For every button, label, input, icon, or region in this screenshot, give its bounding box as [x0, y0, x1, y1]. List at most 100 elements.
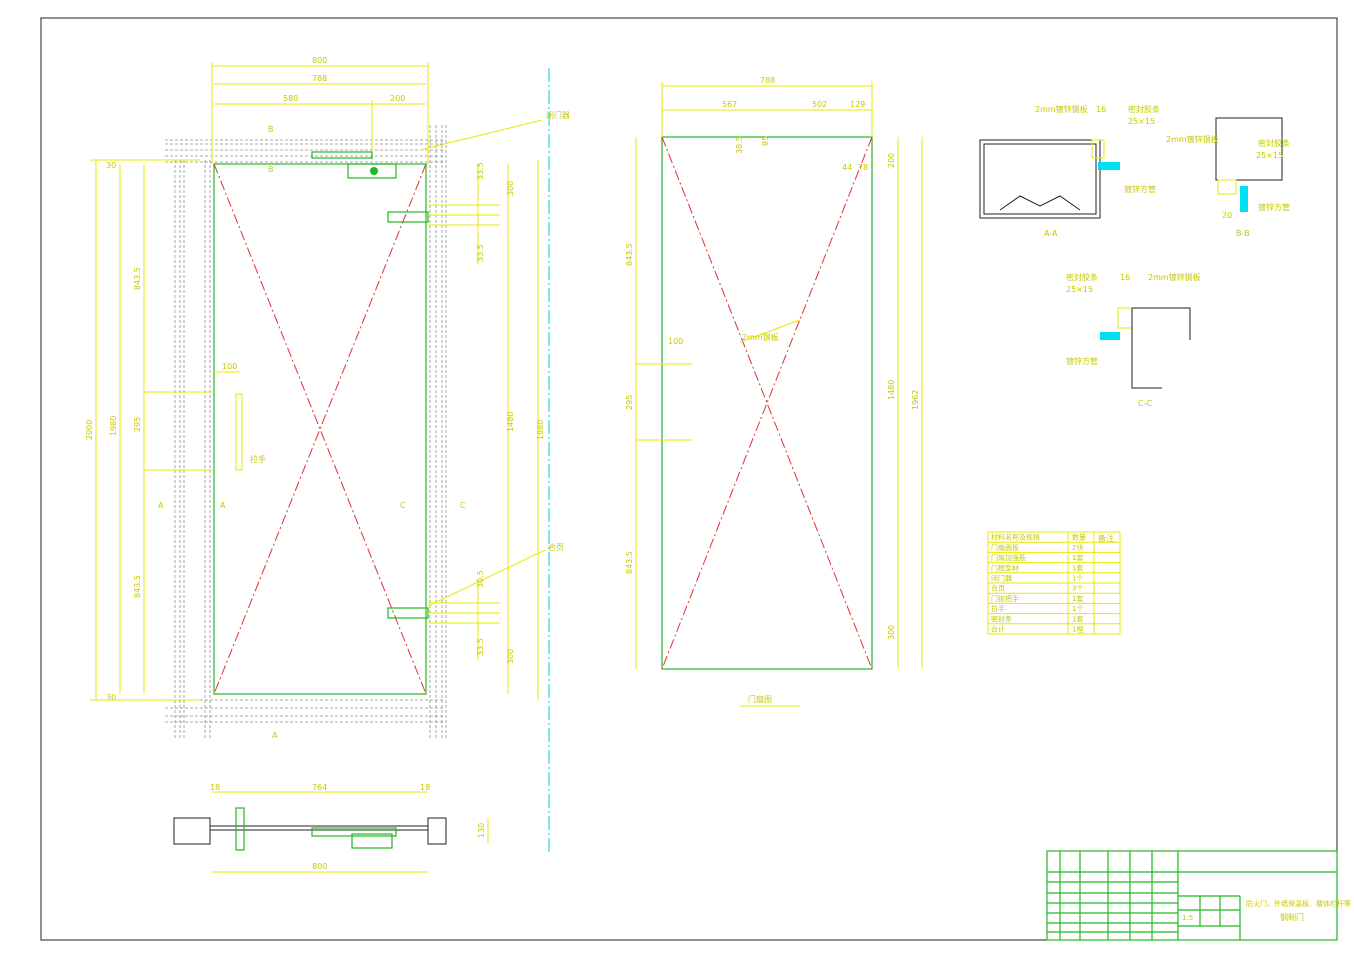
schedule-row-qty: 1套 — [1072, 553, 1083, 562]
leaf-dim-129: 129 — [850, 100, 865, 109]
section-c-left: C — [400, 501, 406, 510]
callout-closer: 闭门器 — [546, 110, 570, 120]
leaf-dim-1480: 1480 — [887, 380, 896, 400]
drawing-name: 钢制门 — [1280, 912, 1304, 922]
dim-800: 800 — [312, 56, 327, 65]
schedule-row-qty: 2块 — [1072, 543, 1083, 552]
aa-tube-size: 25×15 — [1128, 117, 1155, 126]
cc-tube-size: 25×15 — [1066, 285, 1093, 294]
dim-30-top: 30 — [106, 161, 116, 170]
leaf-dim-200: 200 — [887, 153, 896, 168]
handle-label: 拉手 — [250, 454, 266, 464]
schedule-row-name: 材料名称及规格 — [991, 533, 1040, 542]
schedule-row-qty: 1个 — [1072, 605, 1083, 613]
leaf-dim-788: 788 — [760, 76, 775, 85]
leaf-dim-843-5-bottom: 843.5 — [625, 551, 634, 574]
dim-300-bottom: 300 — [506, 649, 515, 664]
dim-33-5-c: 33.5 — [476, 638, 485, 656]
section-b-top: B — [268, 125, 274, 134]
schedule-row-name: 门扇加强筋 — [991, 553, 1026, 562]
dim-300-top: 300 — [506, 181, 515, 196]
aa-dim-16: 16 — [1096, 105, 1106, 114]
door-handle: 100 拉手 — [214, 362, 266, 471]
right-dimensions: 33.5 33.5 30.5 33.5 300 1480 300 1980 — [476, 160, 545, 700]
schedule-row-name: 合计 — [991, 625, 1005, 634]
door-elevation: 800 788 580 200 闭门器 — [85, 56, 570, 852]
leaf-dim-100: 100 — [668, 337, 683, 346]
cc-note-steel: 2mm镀锌钢板 — [1148, 272, 1201, 282]
leaf-dim-44: 44 — [842, 163, 852, 172]
cc-seal: 密封胶条 — [1066, 272, 1098, 282]
hinge-top — [387, 204, 500, 226]
aa-seal: 密封胶条 — [1128, 104, 1160, 114]
schedule-row-qty: 1个 — [1072, 575, 1083, 583]
schedule-note-header: 备注 — [1098, 533, 1114, 543]
schedule-row-name: 门框型材 — [991, 563, 1019, 572]
bb-dim-20: 20 — [1222, 211, 1232, 220]
bb-tube-size: 25×15 — [1256, 151, 1283, 160]
drawing-scale: 1:5 — [1182, 914, 1193, 922]
plan-dim-18-right: 18 — [420, 783, 430, 792]
leaf-dim-502: 502 — [812, 100, 827, 109]
leaf-dim-1962: 1962 — [911, 390, 920, 410]
schedule-row-name: 门锁把手 — [991, 594, 1019, 603]
dim-843-5-top: 843.5 — [133, 267, 142, 290]
dim-30-5: 30.5 — [476, 570, 485, 588]
cc-dim-16: 16 — [1120, 273, 1130, 282]
top-dimensions: 800 788 580 200 — [211, 56, 429, 164]
schedule-row-name: 闭门器 — [991, 574, 1012, 583]
leaf-caption: 门扇图 — [748, 694, 772, 704]
schedule-row-name: 合页 — [991, 584, 1005, 593]
schedule-row-qty: 1樘 — [1072, 625, 1083, 634]
detail-cc: 密封胶条 25×15 2mm镀锌钢板 16 镀锌方管 C-C — [1066, 272, 1201, 408]
dim-1480: 1480 — [506, 412, 515, 432]
schedule-row-qty: 1套 — [1072, 563, 1083, 572]
leaf-dim-295: 295 — [625, 395, 634, 410]
callout-hinge: 合页 — [548, 542, 564, 552]
leaf-note-steel: 2mm钢板 — [742, 332, 779, 342]
door-leaf-drawing: 788 567 502 129 38.5 95 44 78 843.5 295 … — [625, 76, 923, 707]
project-name: 防火门、外墙保温板、楼体栏杆等 — [1246, 899, 1351, 908]
section-markers: B B A A A C C — [158, 125, 466, 740]
leaf-outline — [661, 136, 873, 670]
bb-note-steel: 2mm镀锌钢板 — [1166, 134, 1219, 144]
dim-1980-left: 1980 — [109, 416, 118, 436]
dim-295: 295 — [133, 417, 142, 432]
bb-seal: 密封胶条 — [1258, 138, 1290, 148]
leaf-dim-300: 300 — [887, 625, 896, 640]
leaf-dim-843-5-top: 843.5 — [625, 243, 634, 266]
schedule-row-qty: 1套 — [1072, 614, 1083, 623]
leaf-dim-567: 567 — [722, 100, 737, 109]
cc-label: C-C — [1138, 399, 1152, 408]
dim-handle-100: 100 — [222, 362, 237, 371]
aa-tube: 镀锌方管 — [1124, 184, 1156, 194]
schedule-row-name: 密封条 — [991, 614, 1012, 623]
schedule-row-name: 拉手 — [991, 604, 1005, 613]
dim-1980-right: 1980 — [536, 420, 545, 440]
door-plan-section: 18 764 18 800 130 — [173, 783, 489, 873]
section-c-right: C — [460, 501, 466, 510]
dim-788: 788 — [312, 74, 327, 83]
title-block: 防火门、外墙保温板、楼体栏杆等 钢制门 1:5 — [1046, 850, 1351, 941]
door-closer: 闭门器 — [311, 110, 570, 179]
section-a-mid: A — [220, 501, 226, 510]
schedule-row-qty: 3个 — [1072, 585, 1083, 593]
left-dimensions: 2000 1980 843.5 295 843.5 30 30 — [85, 159, 214, 702]
dim-30-bottom: 30 — [106, 693, 116, 702]
aa-label: A-A — [1044, 229, 1058, 238]
bb-tube: 镀锌方管 — [1258, 202, 1290, 212]
schedule-row-name: 门扇面板 — [991, 543, 1019, 552]
schedule-row-qty: 数量 — [1072, 533, 1086, 542]
aa-note-steel: 2mm镀锌钢板 — [1035, 104, 1088, 114]
leaf-dim-95: 95 — [761, 136, 770, 146]
dim-200: 200 — [390, 94, 405, 103]
plan-dim-130: 130 — [477, 823, 486, 838]
dim-843-5-bottom: 843.5 — [133, 575, 142, 598]
section-a-bottom: A — [272, 731, 278, 740]
cc-tube: 镀锌方管 — [1066, 356, 1098, 366]
detail-aa: 2mm镀锌钢板 密封胶条 25×15 16 镀锌方管 A-A — [979, 104, 1160, 238]
leaf-dim-78: 78 — [858, 163, 868, 172]
leaf-dim-38-5: 38.5 — [735, 136, 744, 154]
